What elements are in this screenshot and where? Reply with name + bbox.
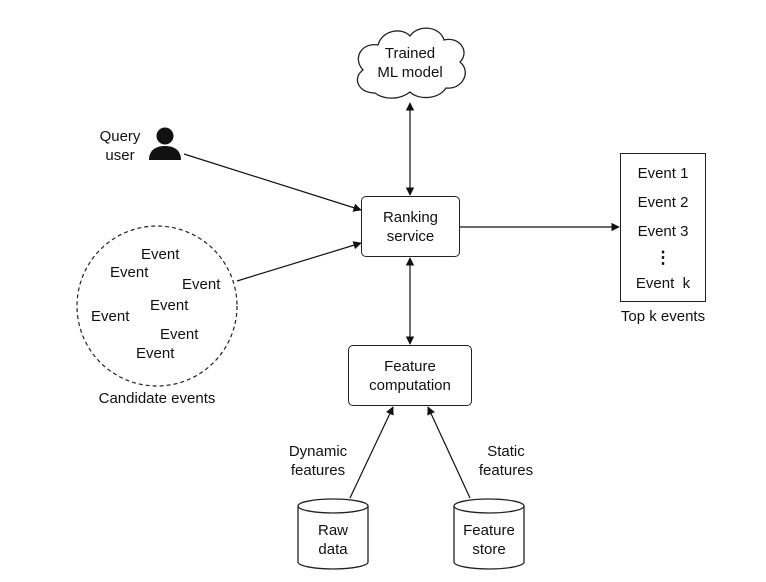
arrow-user-ranking <box>183 153 362 212</box>
ranking-service-box: Ranking service <box>361 196 460 257</box>
user-icon <box>149 127 181 160</box>
query-user-label: Query user <box>99 128 141 164</box>
candidate-events-circle <box>76 225 238 387</box>
cloud-shape <box>356 27 466 99</box>
arrow-candidates-ranking <box>236 241 362 282</box>
top-event-1: Event 1 <box>637 165 689 182</box>
candidate-event-6: Event <box>160 326 199 343</box>
ellipsis-icon: ⋮ <box>654 248 672 267</box>
candidate-event-3: Event <box>182 276 221 293</box>
raw-data-cylinder <box>297 498 369 570</box>
arrow-raw-feature <box>349 406 394 499</box>
top-events-caption: Top k events <box>620 308 706 325</box>
static-features-label: Static features <box>478 443 534 479</box>
feature-store-label: Feature store <box>463 522 515 558</box>
arrow-store-feature <box>427 406 471 499</box>
candidate-event-5: Event <box>91 308 130 325</box>
raw-data-label: Raw data <box>317 522 348 558</box>
candidate-event-2: Event <box>110 264 149 281</box>
top-events-list: Event 1 Event 2 Event 3 ⋮ Event k <box>620 153 706 302</box>
feature-store-cylinder <box>453 498 525 570</box>
dynamic-features-label: Dynamic features <box>288 443 348 479</box>
top-event-k: Event k <box>635 275 691 292</box>
candidate-event-7: Event <box>136 345 175 362</box>
candidate-event-1: Event <box>141 246 180 263</box>
candidate-events-caption: Candidate events <box>98 390 216 407</box>
candidate-event-4: Event <box>150 297 189 314</box>
feature-computation-box: Feature computation <box>348 345 472 406</box>
top-event-2: Event 2 <box>637 194 689 211</box>
ml-model-label: Trained ML model <box>377 45 443 81</box>
top-event-3: Event 3 <box>637 223 689 240</box>
